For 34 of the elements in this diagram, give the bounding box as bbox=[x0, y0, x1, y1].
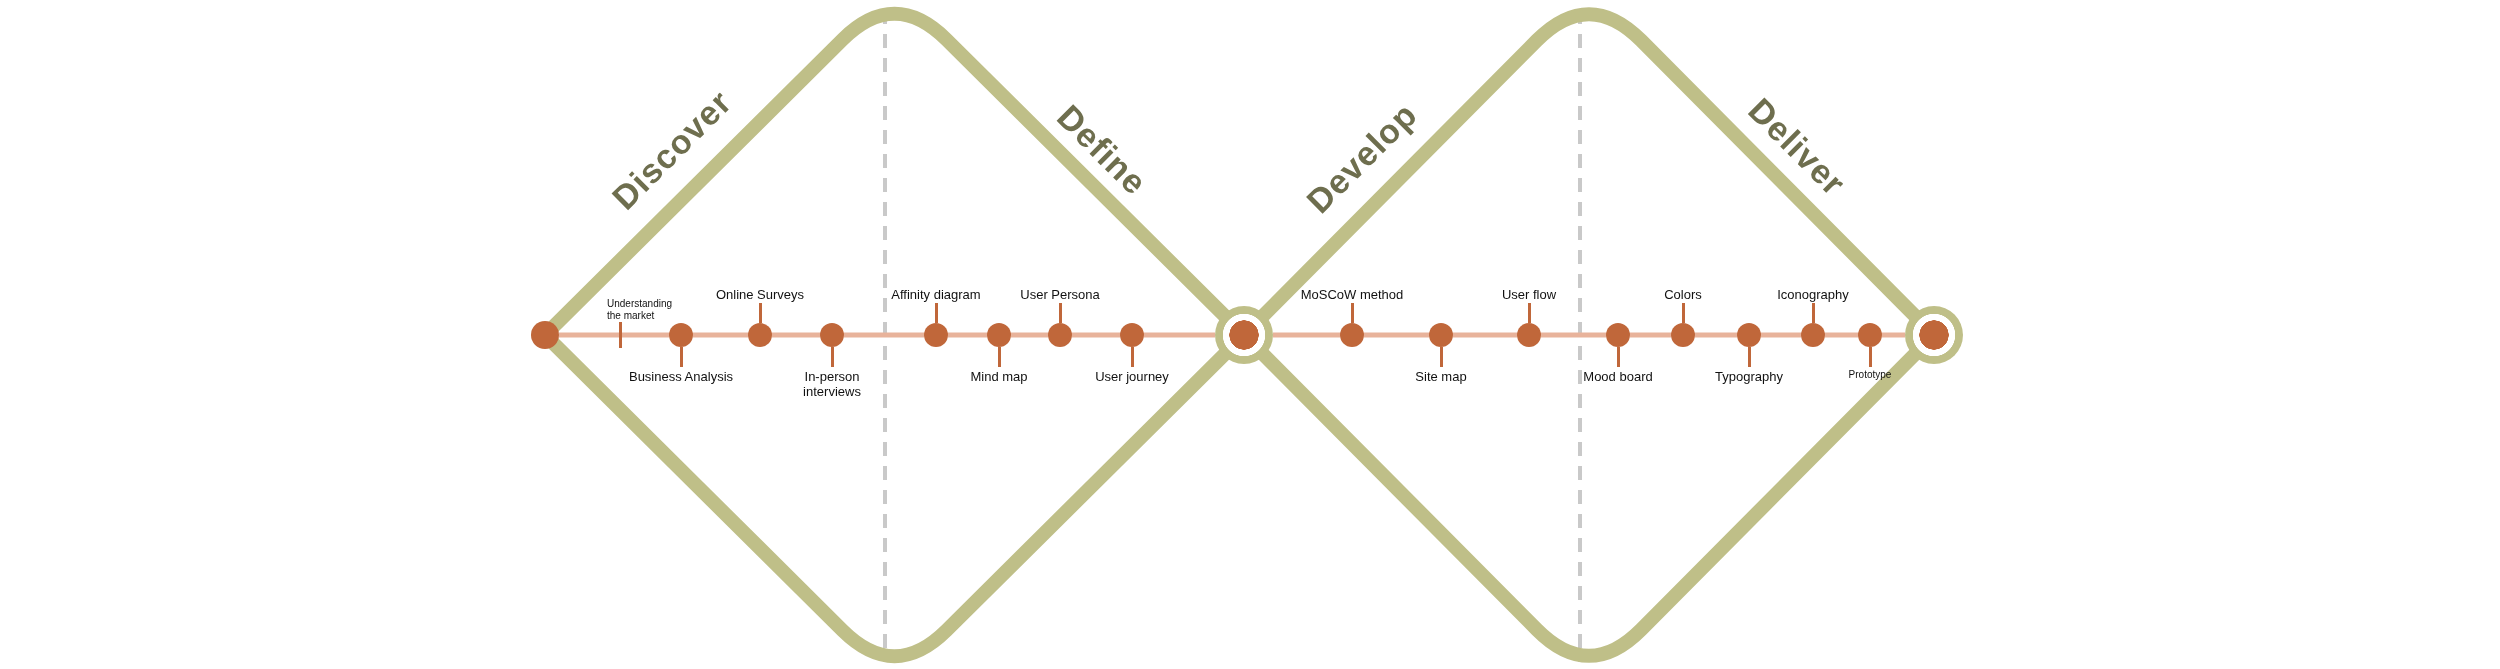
step-label: Online Surveys bbox=[715, 287, 805, 302]
step-label: Mood board bbox=[1583, 369, 1653, 384]
step-label: Understanding the market bbox=[607, 298, 674, 322]
timeline-line bbox=[1144, 332, 1215, 338]
step-label: Typography bbox=[1715, 369, 1783, 384]
step-label: Iconography bbox=[1777, 287, 1849, 302]
step-label: User flow bbox=[1501, 287, 1557, 302]
timeline-line bbox=[1011, 332, 1048, 338]
timeline-line bbox=[772, 332, 820, 338]
milestone-dot bbox=[531, 321, 559, 349]
step-label: Affinity diagram bbox=[891, 287, 981, 302]
timeline-line bbox=[1761, 332, 1801, 338]
timeline-line bbox=[1541, 332, 1606, 338]
step-label: Business Analysis bbox=[628, 369, 734, 384]
step-label: Colors bbox=[1664, 287, 1702, 302]
timeline-line bbox=[1630, 332, 1671, 338]
step-label: Prototype bbox=[1848, 369, 1892, 381]
ring-node bbox=[1905, 306, 1963, 364]
timeline-line bbox=[1882, 332, 1905, 338]
step-label: In-person interviews bbox=[802, 369, 862, 399]
timeline-line bbox=[1273, 332, 1340, 338]
timeline-line bbox=[1825, 332, 1858, 338]
timeline-line bbox=[844, 332, 924, 338]
timeline-line bbox=[1453, 332, 1517, 338]
timeline-line bbox=[1364, 332, 1429, 338]
timeline-line bbox=[1072, 332, 1120, 338]
timeline-line bbox=[1695, 332, 1737, 338]
timeline-line bbox=[948, 332, 987, 338]
step-label: MoSCoW method bbox=[1300, 287, 1404, 302]
step-label: Mind map bbox=[970, 369, 1028, 384]
step-label: User Persona bbox=[1020, 287, 1100, 302]
step-label: Site map bbox=[1415, 369, 1467, 384]
timeline-line bbox=[693, 332, 748, 338]
step-label: User journey bbox=[1095, 369, 1169, 384]
